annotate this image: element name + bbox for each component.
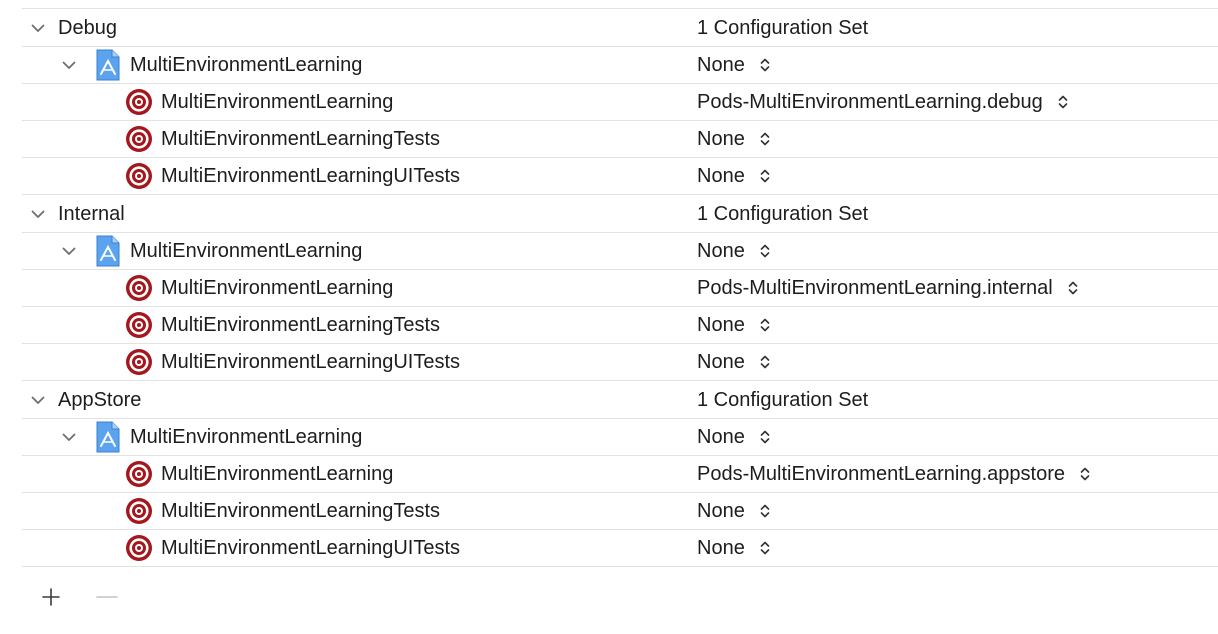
chevron-down-icon[interactable]	[30, 20, 46, 36]
target-row[interactable]: MultiEnvironmentLearningTests None	[22, 493, 1218, 530]
chevron-down-icon[interactable]	[61, 57, 77, 73]
xcode-project-icon	[94, 421, 122, 453]
project-name: MultiEnvironmentLearning	[130, 54, 363, 76]
config-value-label: None	[697, 314, 745, 336]
target-row[interactable]: MultiEnvironmentLearningUITests None	[22, 530, 1218, 567]
popup-stepper-icon	[1067, 279, 1079, 297]
config-value-select[interactable]: None	[697, 127, 771, 151]
config-value-label: None	[697, 351, 745, 373]
xcode-project-icon	[94, 235, 122, 267]
chevron-down-icon[interactable]	[61, 243, 77, 259]
popup-stepper-icon	[759, 242, 771, 260]
project-row[interactable]: MultiEnvironmentLearning None	[22, 47, 1218, 84]
target-icon	[125, 125, 153, 153]
config-value-select[interactable]: None	[697, 536, 771, 560]
target-row[interactable]: MultiEnvironmentLearningTests None	[22, 121, 1218, 158]
target-name: MultiEnvironmentLearningUITests	[161, 537, 461, 559]
minus-icon	[96, 587, 118, 612]
config-value-select[interactable]: None	[697, 425, 771, 449]
config-value-label: None	[697, 537, 745, 559]
target-icon	[125, 162, 153, 190]
project-name: MultiEnvironmentLearning	[130, 240, 363, 262]
xcode-project-icon	[94, 49, 122, 81]
chevron-down-icon[interactable]	[61, 429, 77, 445]
target-name: MultiEnvironmentLearning	[161, 277, 394, 299]
target-row[interactable]: MultiEnvironmentLearning Pods-MultiEnvir…	[22, 84, 1218, 121]
popup-stepper-icon	[1057, 93, 1069, 111]
target-icon	[125, 348, 153, 376]
popup-stepper-icon	[1079, 465, 1091, 483]
target-name: MultiEnvironmentLearning	[161, 91, 394, 113]
config-value-label: Pods-MultiEnvironmentLearning.internal	[697, 277, 1053, 299]
config-group-summary: 1 Configuration Set	[697, 388, 869, 411]
chevron-down-icon[interactable]	[30, 392, 46, 408]
target-icon	[125, 88, 153, 116]
target-name: MultiEnvironmentLearningUITests	[161, 165, 461, 187]
target-row[interactable]: MultiEnvironmentLearning Pods-MultiEnvir…	[22, 456, 1218, 493]
config-value-select[interactable]: None	[697, 313, 771, 337]
popup-stepper-icon	[759, 502, 771, 520]
config-group-row[interactable]: AppStore 1 Configuration Set	[22, 381, 1218, 419]
popup-stepper-icon	[759, 316, 771, 334]
target-name: MultiEnvironmentLearningTests	[161, 500, 441, 522]
project-name: MultiEnvironmentLearning	[130, 426, 363, 448]
config-value-select[interactable]: Pods-MultiEnvironmentLearning.appstore	[697, 462, 1091, 486]
table-footer-bar	[22, 586, 222, 616]
remove-button[interactable]	[94, 586, 120, 612]
config-group-name: Internal	[58, 202, 125, 225]
target-row[interactable]: MultiEnvironmentLearning Pods-MultiEnvir…	[22, 270, 1218, 307]
config-value-label: None	[697, 426, 745, 448]
config-value-select[interactable]: None	[697, 350, 771, 374]
config-group-name: AppStore	[58, 388, 142, 411]
config-value-label: None	[697, 128, 745, 150]
target-name: MultiEnvironmentLearningUITests	[161, 351, 461, 373]
config-value-select[interactable]: None	[697, 164, 771, 188]
popup-stepper-icon	[759, 56, 771, 74]
config-group-row[interactable]: Debug 1 Configuration Set	[22, 9, 1218, 47]
config-group-summary: 1 Configuration Set	[697, 16, 869, 39]
config-value-select[interactable]: None	[697, 53, 771, 77]
project-row[interactable]: MultiEnvironmentLearning None	[22, 233, 1218, 270]
add-button[interactable]	[38, 586, 64, 612]
config-value-label: None	[697, 165, 745, 187]
target-icon	[125, 497, 153, 525]
popup-stepper-icon	[759, 353, 771, 371]
config-group-summary: 1 Configuration Set	[697, 202, 869, 225]
config-value-label: None	[697, 54, 745, 76]
target-icon	[125, 274, 153, 302]
config-value-label: Pods-MultiEnvironmentLearning.debug	[697, 91, 1043, 113]
config-value-select[interactable]: None	[697, 499, 771, 523]
target-icon	[125, 534, 153, 562]
configurations-table: Debug 1 Configuration Set MultiEnvironme…	[22, 8, 1218, 567]
config-group-row[interactable]: Internal 1 Configuration Set	[22, 195, 1218, 233]
target-name: MultiEnvironmentLearningTests	[161, 314, 441, 336]
config-value-label: Pods-MultiEnvironmentLearning.appstore	[697, 463, 1065, 485]
target-icon	[125, 460, 153, 488]
config-value-select[interactable]: None	[697, 239, 771, 263]
config-value-label: None	[697, 240, 745, 262]
popup-stepper-icon	[759, 539, 771, 557]
plus-icon	[41, 587, 61, 612]
target-row[interactable]: MultiEnvironmentLearningUITests None	[22, 344, 1218, 381]
target-row[interactable]: MultiEnvironmentLearningTests None	[22, 307, 1218, 344]
target-row[interactable]: MultiEnvironmentLearningUITests None	[22, 158, 1218, 195]
config-value-label: None	[697, 500, 745, 522]
config-group-name: Debug	[58, 16, 117, 39]
popup-stepper-icon	[759, 167, 771, 185]
config-value-select[interactable]: Pods-MultiEnvironmentLearning.debug	[697, 90, 1069, 114]
target-name: MultiEnvironmentLearningTests	[161, 128, 441, 150]
popup-stepper-icon	[759, 130, 771, 148]
popup-stepper-icon	[759, 428, 771, 446]
config-value-select[interactable]: Pods-MultiEnvironmentLearning.internal	[697, 276, 1079, 300]
chevron-down-icon[interactable]	[30, 206, 46, 222]
target-name: MultiEnvironmentLearning	[161, 463, 394, 485]
target-icon	[125, 311, 153, 339]
project-row[interactable]: MultiEnvironmentLearning None	[22, 419, 1218, 456]
